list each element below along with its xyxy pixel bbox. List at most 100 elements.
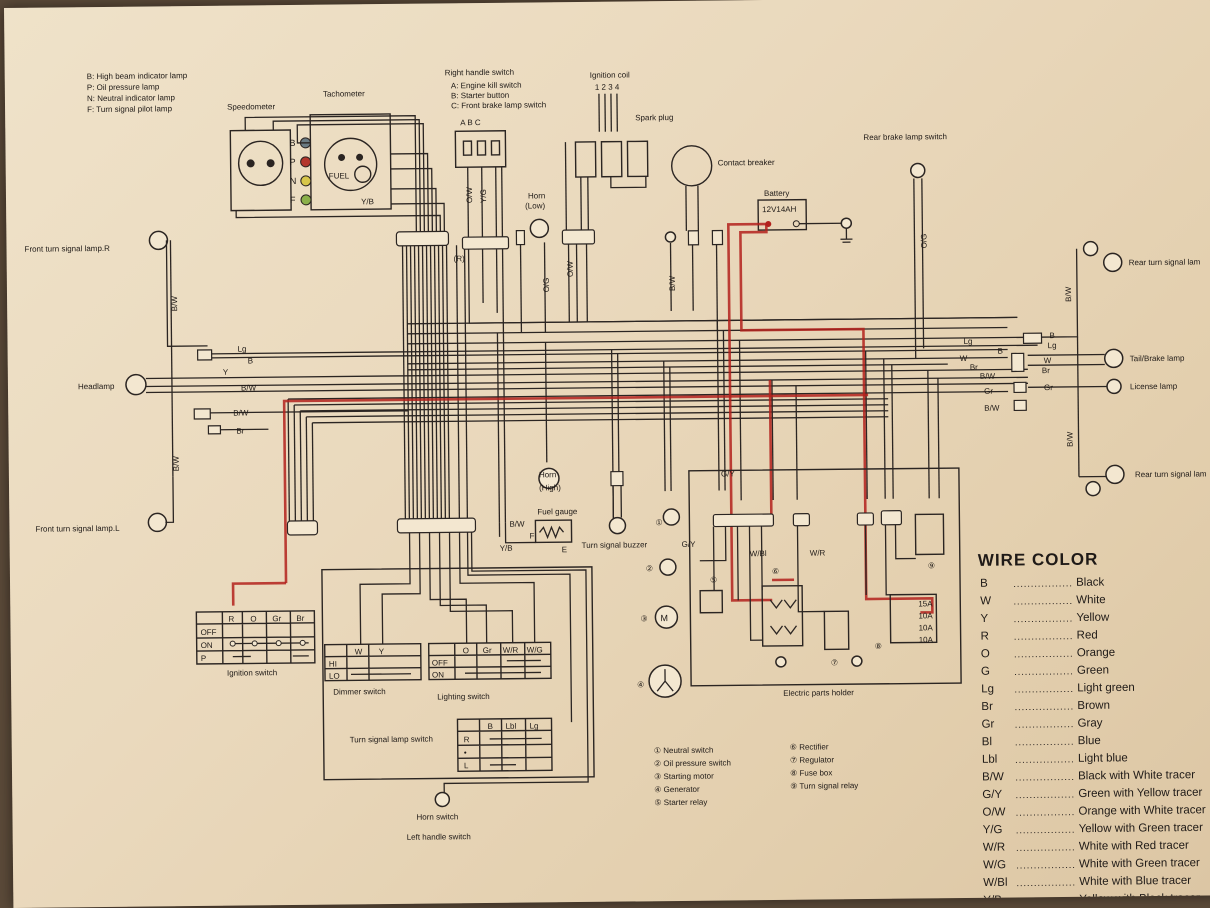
pn-1: ① bbox=[655, 518, 662, 527]
wire-color-name: Orange with White tracer bbox=[1078, 804, 1205, 817]
wire-color-name: Yellow with Black tracer bbox=[1079, 892, 1200, 905]
turn-col-lbl: Lbl bbox=[506, 722, 517, 731]
tachometer-box bbox=[309, 113, 392, 211]
ph-wr: W/R bbox=[810, 548, 826, 557]
svg-text:F: F bbox=[530, 531, 535, 540]
dimmer-switch-label: Dimmer switch bbox=[333, 687, 386, 697]
battery-box bbox=[757, 198, 808, 231]
wire-color-name: White bbox=[1076, 594, 1106, 606]
wire-color-leader bbox=[1016, 849, 1075, 851]
wire-color-leader bbox=[1014, 620, 1073, 623]
wire-color-code: R bbox=[981, 631, 989, 643]
contact-breaker-icon bbox=[670, 145, 713, 187]
neutral-ground-icon bbox=[664, 231, 677, 243]
coil-numbers: 1 2 3 4 bbox=[595, 83, 620, 92]
main-harness-left bbox=[401, 245, 469, 524]
wire-color-leader bbox=[1016, 831, 1075, 834]
rl-b2: B bbox=[998, 347, 1003, 356]
left-handle-switch-label: Left handle switch bbox=[407, 832, 471, 842]
ignition-coil-label: Ignition coil bbox=[590, 70, 630, 79]
coil-ow-label: O/W bbox=[566, 261, 575, 278]
wire-color-leader bbox=[1014, 638, 1073, 640]
rhs-title: Right handle switch bbox=[445, 68, 514, 78]
fg-bw: B/W bbox=[509, 520, 525, 529]
horn-high-label-1: Horn bbox=[539, 470, 556, 479]
indicator-legend: B: High beam indicator lamp P: Oil press… bbox=[87, 71, 188, 114]
wire-color-leader bbox=[1016, 796, 1075, 799]
speedometer-lamp-2 bbox=[266, 159, 275, 168]
wire-color-leader bbox=[1014, 602, 1073, 605]
wire-color-code: W/Bl bbox=[983, 877, 1007, 889]
wiring-diagram-sheet: B: High beam indicator lamp P: Oil press… bbox=[4, 0, 1210, 908]
license-lamp-icon bbox=[1106, 378, 1122, 395]
tail-brake-lamp-icon bbox=[1103, 348, 1124, 369]
parts-holder-box bbox=[688, 467, 962, 687]
ign-row-off: OFF bbox=[201, 628, 217, 637]
tachometer-label: Tachometer bbox=[323, 89, 365, 98]
svg-text:F: F bbox=[290, 195, 296, 205]
battery-ground-icon bbox=[840, 217, 853, 229]
lic-bw: B/W bbox=[984, 404, 1000, 413]
rear-brake-switch-label: Rear brake lamp switch bbox=[863, 132, 947, 142]
wire-color-code: W/G bbox=[983, 859, 1006, 871]
highlighted-red-wires bbox=[231, 222, 934, 614]
dim-col-y: Y bbox=[379, 647, 385, 656]
yb-label-meter: Y/B bbox=[361, 197, 374, 206]
pn-3: ③ bbox=[640, 614, 647, 623]
speedometer-dial bbox=[237, 140, 284, 187]
turn-row-l: L bbox=[464, 761, 469, 770]
wire-color-leader bbox=[1015, 708, 1074, 711]
ign-col-gr: Gr bbox=[272, 614, 281, 623]
pn-9: ⑨ bbox=[928, 561, 935, 570]
rectifier-ground-icon bbox=[775, 656, 787, 668]
pn-4: ④ bbox=[637, 680, 644, 689]
turn-col-b: B bbox=[488, 722, 493, 731]
wire-color-leader bbox=[1015, 726, 1074, 728]
battery-label: Battery bbox=[764, 189, 789, 198]
rb-og-label: O/G bbox=[919, 234, 928, 249]
rhs-ow-label: O/W bbox=[465, 187, 474, 204]
r-marker: (R) bbox=[454, 254, 466, 263]
svg-text:B: B bbox=[289, 138, 295, 148]
oil-pressure-switch-icon bbox=[659, 558, 677, 576]
turn-switch-label: Turn signal lamp switch bbox=[350, 735, 433, 745]
front-turn-l-label: Front turn signal lamp.L bbox=[35, 524, 120, 534]
pn-8: ⑧ bbox=[875, 642, 882, 651]
rear-turn-bottom-lamp bbox=[1085, 480, 1101, 497]
fuel-gauge-label: Fuel gauge bbox=[537, 507, 578, 516]
wire-color-name: Yellow bbox=[1076, 612, 1110, 624]
rear-brake-switch: Rear brake lamp switch O/G bbox=[863, 132, 947, 359]
wiring-diagram: B: High beam indicator lamp P: Oil press… bbox=[24, 68, 1207, 907]
holder-connector-1 bbox=[712, 513, 775, 528]
light-row-on: ON bbox=[432, 670, 444, 679]
front-turn-l-icon bbox=[147, 512, 168, 533]
harness-drops bbox=[496, 320, 940, 523]
wire-color-name: Green bbox=[1077, 664, 1109, 676]
wire-color-name: Black with White tracer bbox=[1078, 769, 1195, 782]
license-lamp-label: License lamp bbox=[1130, 382, 1178, 391]
fuse-1: 15A bbox=[918, 599, 933, 608]
regulator-icon bbox=[823, 610, 850, 651]
wire-color-leader bbox=[1017, 902, 1076, 904]
horn-low-og: O/G bbox=[542, 278, 551, 293]
ign-row-on: ON bbox=[201, 641, 213, 650]
wire-color-name: Light green bbox=[1077, 682, 1135, 695]
ignition-switch: R O Gr Br OFF ON P Ignition switch bbox=[195, 610, 316, 678]
speedometer-label: Speedometer bbox=[227, 102, 275, 112]
dimmer-table bbox=[323, 642, 422, 682]
part-8: ⑧ Fuse box bbox=[790, 768, 832, 777]
contact-breaker: Contact breaker B/W bbox=[664, 145, 775, 331]
wire-color-name: White with Red tracer bbox=[1079, 840, 1189, 853]
svg-text:P: P bbox=[290, 157, 296, 167]
rear-lamps: Rear turn signal lam B/W B/W B Lg Lg B T… bbox=[960, 240, 1207, 497]
wire-color-name: Gray bbox=[1077, 717, 1102, 729]
left-handle-switch: W Y HI LO Dimmer switch O Gr W/R W/G OFF… bbox=[321, 532, 595, 842]
horn-low-label-2: (Low) bbox=[525, 201, 545, 210]
rhs-c: C: Front brake lamp switch bbox=[451, 100, 546, 110]
horn-high-label-2: (High) bbox=[539, 483, 561, 492]
wire-color-name: Red bbox=[1077, 629, 1098, 641]
legend-p: P: Oil pressure lamp bbox=[87, 82, 160, 92]
rear-turn-bottom-icon bbox=[1105, 464, 1125, 485]
wire-color-code: Bl bbox=[982, 736, 992, 748]
